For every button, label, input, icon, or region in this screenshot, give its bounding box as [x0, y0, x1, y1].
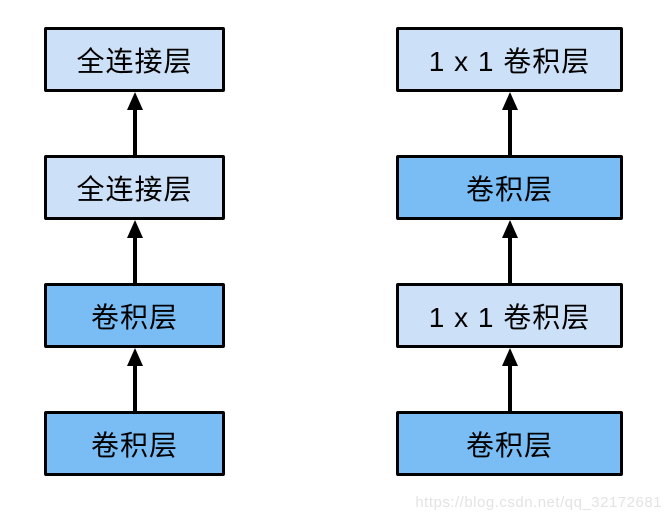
arrow-line: [132, 363, 137, 411]
layer-label: 全连接层: [76, 173, 193, 205]
arrow-head-icon: [126, 92, 143, 110]
layer-box-fully-connected-top: 全连接层: [44, 27, 225, 92]
layer-box-conv-upper: 卷积层: [44, 283, 225, 348]
layer-label: 卷积层: [465, 429, 553, 461]
layer-box-1x1-conv: 1 x 1 卷积层: [396, 283, 623, 348]
layer-label: 卷积层: [465, 173, 553, 205]
up-arrow-icon: [44, 220, 225, 283]
up-arrow-icon: [396, 348, 623, 411]
arrow-line: [132, 235, 137, 283]
arrow-line: [507, 235, 512, 283]
layer-box-1x1-conv-top: 1 x 1 卷积层: [396, 27, 623, 92]
arrow-head-icon: [501, 92, 518, 110]
arrow-head-icon: [501, 220, 518, 238]
arrow-head-icon: [501, 348, 518, 366]
left-architecture-column: 全连接层 全连接层 卷积层 卷积层: [44, 27, 225, 476]
arrow-line: [507, 363, 512, 411]
layer-box-fully-connected: 全连接层: [44, 155, 225, 220]
up-arrow-icon: [44, 348, 225, 411]
arrow-line: [132, 107, 137, 155]
arrow-head-icon: [126, 348, 143, 366]
layer-label: 1 x 1 卷积层: [428, 301, 591, 333]
layer-box-conv-lower: 卷积层: [44, 411, 225, 476]
right-architecture-column: 1 x 1 卷积层 卷积层 1 x 1 卷积层 卷积层: [396, 27, 623, 476]
arrow-line: [507, 107, 512, 155]
layer-label: 卷积层: [90, 301, 178, 333]
layer-label: 全连接层: [76, 45, 193, 77]
arrow-head-icon: [126, 220, 143, 238]
up-arrow-icon: [44, 92, 225, 155]
up-arrow-icon: [396, 220, 623, 283]
layer-label: 卷积层: [90, 429, 178, 461]
up-arrow-icon: [396, 92, 623, 155]
layer-box-conv-lower: 卷积层: [396, 411, 623, 476]
layer-label: 1 x 1 卷积层: [428, 45, 591, 77]
watermark-url: https://blog.csdn.net/qq_32172681: [415, 494, 662, 511]
layer-box-conv-upper: 卷积层: [396, 155, 623, 220]
